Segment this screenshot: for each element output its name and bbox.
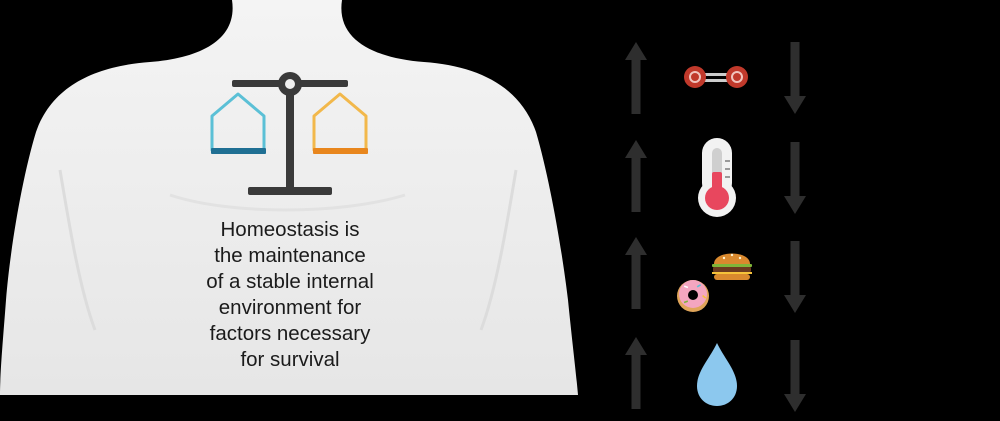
factor-row-food: [625, 237, 806, 313]
decrease-arrow-icon: [784, 42, 806, 114]
thermometer-icon: [698, 138, 736, 217]
torso-shading-right: [479, 169, 518, 331]
increase-arrow-icon: [625, 140, 647, 212]
chest-shading: [169, 193, 406, 212]
torso-illustration: [0, 0, 578, 395]
left-pan: [210, 92, 266, 154]
torso-shape: [0, 0, 578, 395]
decrease-arrow-icon: [784, 340, 806, 412]
factor-row-water: [625, 337, 806, 412]
torso-shading-left: [58, 169, 97, 331]
oxygen-molecule-icon: [684, 66, 748, 88]
decrease-arrow-icon: [784, 241, 806, 313]
factor-row-temperature: [625, 138, 806, 217]
decrease-arrow-icon: [784, 142, 806, 214]
balance-scale-icon: [210, 72, 368, 195]
factors-panel: [625, 42, 806, 412]
donut-icon: [677, 280, 709, 312]
caption-line: environment for: [218, 296, 362, 319]
caption-line: for survival: [240, 348, 340, 371]
increase-arrow-icon: [625, 237, 647, 309]
right-pan: [312, 92, 368, 154]
caption-line: Homeostasis is: [220, 218, 360, 241]
caption-line: of a stable internal: [206, 270, 374, 293]
water-droplet-icon: [697, 343, 737, 406]
factor-row-oxygen: [625, 42, 806, 114]
burger-icon: [712, 253, 752, 280]
caption-line: factors necessary: [209, 322, 371, 345]
food-icon: [677, 253, 752, 312]
caption-line: the maintenance: [214, 244, 366, 267]
increase-arrow-icon: [625, 337, 647, 409]
homeostasis-caption: Homeostasis is the maintenance of a stab…: [170, 217, 410, 373]
increase-arrow-icon: [625, 42, 647, 114]
